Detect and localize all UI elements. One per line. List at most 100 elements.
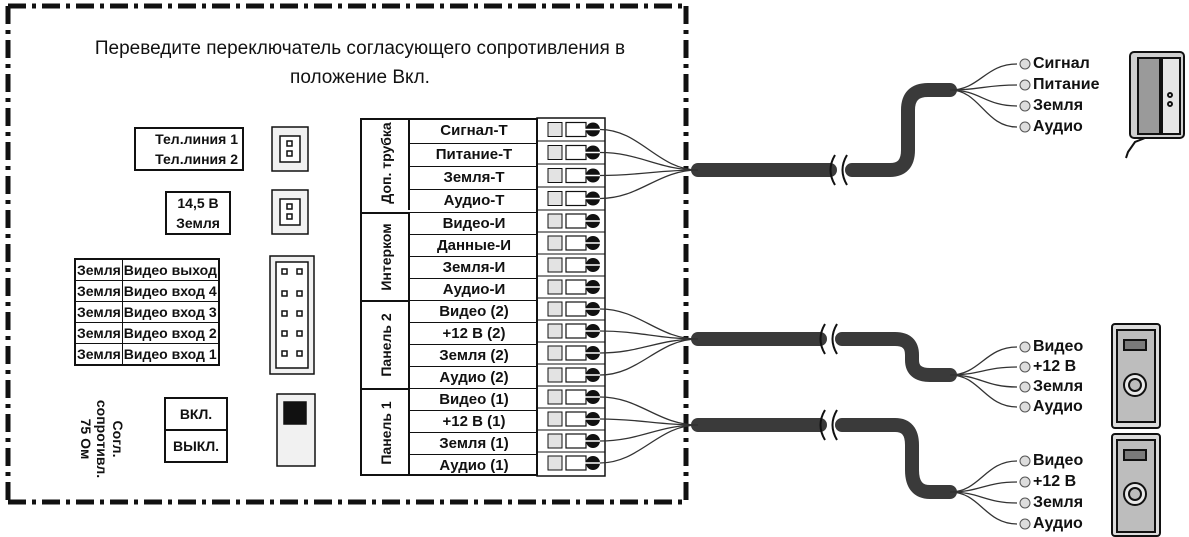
power-socket — [271, 189, 309, 235]
termination-line-3: 75 Ом — [78, 418, 94, 460]
fan-wires — [599, 63, 1018, 525]
screw-terminal — [537, 297, 605, 317]
lead-label: +12 В — [1033, 358, 1077, 375]
terminal-row-label: Питание-Т — [410, 143, 538, 166]
lead-screw — [1019, 381, 1031, 393]
terminal-row-label: Земля (1) — [410, 432, 538, 454]
screw-terminal — [537, 451, 605, 471]
screw-terminal — [537, 319, 605, 339]
terminal-group-name: Доп. трубка — [378, 122, 394, 204]
screw-terminal — [537, 253, 605, 273]
lead-screw — [1019, 401, 1031, 413]
lead-screw — [1019, 121, 1031, 133]
terminal-row-label: Видео (1) — [410, 388, 538, 410]
termination-label: Согл. сопротивл. 75 Ом — [78, 389, 126, 489]
screw-terminal — [537, 429, 605, 449]
terminal-row-label: Земля-И — [410, 256, 538, 278]
terminal-group: Доп. трубка — [362, 118, 410, 210]
terminal-group-name: Панель 1 — [378, 401, 394, 465]
screw-terminal — [537, 407, 605, 427]
lead-label: Видео — [1033, 338, 1084, 355]
lead-label: Видео — [1033, 452, 1084, 469]
lead-screw — [1019, 361, 1031, 373]
lead-screw — [1019, 58, 1031, 70]
call-panel-2-icon — [1111, 323, 1161, 429]
screw-terminal — [537, 385, 605, 405]
instruction-line-2: положение Вкл. — [290, 67, 430, 88]
screw-terminal — [537, 163, 605, 184]
screw-terminal — [537, 186, 605, 207]
switch-off-label[interactable]: ВЫКЛ. — [164, 429, 228, 463]
screw-terminal — [537, 363, 605, 383]
terminal-row-label: Аудио-И — [410, 278, 538, 300]
video-signal: Видео выход — [121, 258, 220, 281]
terminal-row-label: Сигнал-Т — [440, 122, 508, 139]
terminal-row-label: Земля (2) — [410, 344, 538, 366]
screw-terminal — [537, 209, 605, 229]
video-signal: Видео вход 4 — [121, 280, 220, 302]
terminal-row-label: Видео (2) — [410, 300, 538, 322]
lead-label: Аудио — [1033, 398, 1083, 415]
lead-screw — [1019, 100, 1031, 112]
tel-line-2: Тел.линия 2 — [155, 151, 238, 167]
lead-screw — [1019, 497, 1031, 509]
tel-socket — [271, 126, 309, 172]
screw-terminal — [537, 231, 605, 251]
screw-terminal — [537, 117, 605, 138]
terminal-strip — [536, 117, 606, 477]
video-ground: Земля — [74, 258, 123, 281]
video-header — [269, 255, 315, 375]
lead-screw — [1019, 518, 1031, 530]
handset-icon — [1125, 51, 1185, 159]
terminal-group: Панель 1 — [362, 388, 410, 476]
lead-label: Земля — [1033, 97, 1084, 114]
video-signal: Видео вход 2 — [121, 322, 220, 344]
call-panel-1-icon — [1111, 433, 1161, 537]
lead-screws — [1019, 58, 1031, 530]
power-label: 14,5 В Земля — [165, 191, 231, 235]
lead-label: Сигнал — [1033, 55, 1090, 72]
video-ground: Земля — [74, 301, 123, 323]
lead-label: Питание — [1033, 76, 1100, 93]
screw-terminal — [537, 140, 605, 161]
lead-label: Аудио — [1033, 118, 1083, 135]
video-signal: Видео вход 3 — [121, 301, 220, 323]
board-outline — [5, 3, 689, 505]
terminal-group-name: Интерком — [378, 223, 394, 291]
terminal-group: Интерком — [362, 212, 410, 300]
termination-line-2: сопротивл. — [94, 399, 110, 479]
termination-switch-labels: ВКЛ. ВЫКЛ. — [164, 397, 228, 463]
lead-label: Аудио — [1033, 515, 1083, 532]
lead-screw — [1019, 476, 1031, 488]
cables — [691, 83, 957, 499]
lead-screw — [1019, 341, 1031, 353]
instruction-line-1: Переведите переключатель согласующего со… — [94, 38, 626, 59]
video-signal: Видео вход 1 — [121, 343, 220, 366]
cable-breaks — [819, 154, 848, 441]
screw-terminal — [537, 341, 605, 361]
terminal-row-label: Данные-И — [410, 234, 538, 256]
terminal-row-label: Видео-И — [410, 212, 538, 234]
lead-label: Земля — [1033, 494, 1084, 511]
video-ground: Земля — [74, 280, 123, 302]
lead-screw — [1019, 79, 1031, 91]
power-voltage: 14,5 В — [177, 195, 219, 211]
terminal-row-label: Аудио-Т — [410, 189, 538, 212]
switch-on-label[interactable]: ВКЛ. — [164, 397, 228, 431]
terminal-row-label: Земля-Т — [410, 166, 538, 189]
terminal-group: Панель 2 — [362, 300, 410, 388]
lead-label: +12 В — [1033, 473, 1077, 490]
video-ground: Земля — [74, 343, 123, 366]
terminal-row-label: +12 В (1) — [410, 410, 538, 432]
video-ground: Земля — [74, 322, 123, 344]
terminal-row-label: Аудио (2) — [410, 366, 538, 388]
tel-line-label: Тел.линия 1 Тел.линия 2 — [134, 127, 244, 171]
termination-switch — [276, 393, 316, 467]
